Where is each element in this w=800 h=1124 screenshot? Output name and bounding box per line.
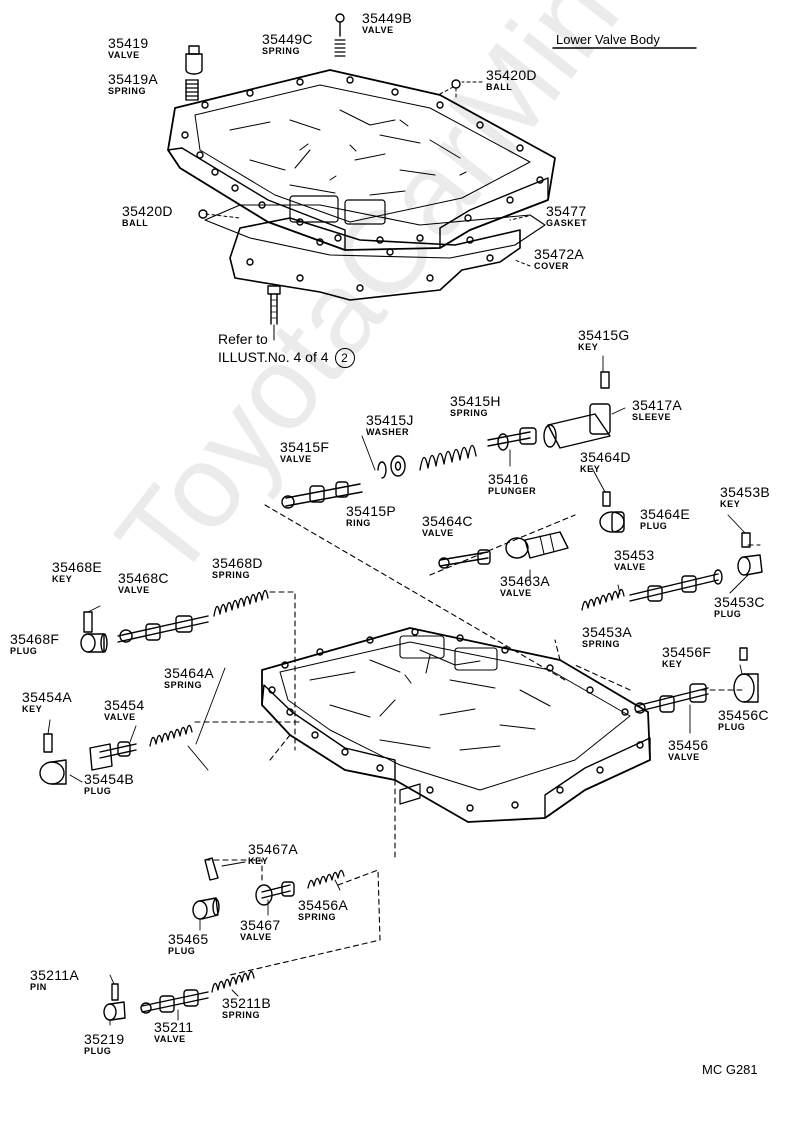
reference-line-2: ILLUST.No. 4 of 4 bbox=[218, 349, 329, 365]
spring-35456A-shape bbox=[307, 869, 345, 889]
diagram-title: Lower Valve Body bbox=[556, 32, 660, 47]
reference-note: Refer to ILLUST.No. 4 of 4 2 bbox=[218, 330, 355, 369]
spring-35449C-shape bbox=[334, 39, 346, 57]
reference-circle-number: 2 bbox=[334, 348, 355, 369]
illustration-code: MC G281 bbox=[702, 1062, 758, 1077]
cover-plate bbox=[229, 217, 521, 301]
spring-35453A-shape bbox=[581, 588, 625, 611]
plug-35464E-shape bbox=[599, 511, 625, 533]
valve-35456-shape bbox=[634, 683, 709, 714]
plug-35465-shape bbox=[192, 897, 220, 920]
ring-35415P-shape bbox=[377, 461, 387, 479]
plug-35453C-shape bbox=[737, 554, 763, 576]
valve-35454-shape bbox=[89, 741, 137, 771]
plug-35454B-shape bbox=[39, 759, 67, 785]
plug-35456C-shape bbox=[733, 673, 759, 703]
valve-35468C-shape bbox=[117, 615, 209, 643]
plunger-35416-shape bbox=[487, 427, 537, 451]
lower-valve-body bbox=[261, 627, 651, 823]
spring-35419A-shape bbox=[185, 79, 199, 101]
plug-35219-shape bbox=[103, 1001, 126, 1021]
valve-35453-shape bbox=[629, 569, 723, 602]
upper-valve-body bbox=[167, 69, 556, 251]
reference-line-1: Refer to bbox=[218, 331, 268, 347]
cover-bolt bbox=[267, 285, 281, 325]
spring-35468D-shape bbox=[213, 589, 269, 617]
valve-35467-shape bbox=[255, 881, 295, 906]
valve-35464C-shape bbox=[438, 549, 491, 569]
key-35464D-shape bbox=[602, 491, 611, 507]
valve-35211-shape bbox=[140, 989, 209, 1014]
washer-35415J-shape bbox=[390, 455, 406, 477]
valve-35415F-shape bbox=[281, 481, 363, 509]
spring-35211B-shape bbox=[211, 970, 255, 993]
pin-35211A-shape bbox=[111, 983, 119, 1001]
key-35415G-shape bbox=[600, 371, 610, 389]
valve-35463A-shape bbox=[505, 531, 569, 559]
plug-35468F-shape bbox=[80, 633, 108, 653]
sleeve-35417A-shape bbox=[543, 403, 611, 449]
valve-35419-shape bbox=[185, 45, 203, 75]
gasket-outline bbox=[204, 204, 546, 259]
key-35453B-shape bbox=[741, 532, 751, 548]
valve-35449B-shape bbox=[335, 13, 345, 37]
key-35456F-shape bbox=[739, 647, 748, 661]
key-35468E-shape bbox=[83, 611, 93, 633]
spring-35415H-shape bbox=[419, 444, 477, 471]
key-35467A-shape bbox=[204, 857, 219, 881]
key-35454A-shape bbox=[43, 733, 53, 753]
spring-35464A-shape bbox=[149, 724, 193, 747]
